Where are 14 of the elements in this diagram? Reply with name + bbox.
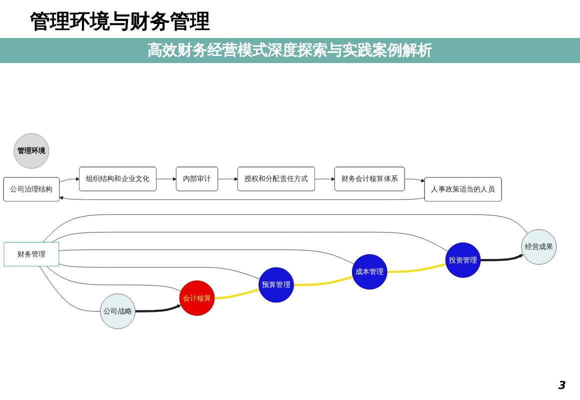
caption-banner: 高效财务经营模式深度探索与实践案例解析 [0, 38, 580, 63]
arrow [214, 288, 260, 300]
connector [42, 214, 528, 242]
arrow [135, 304, 182, 312]
page-number: 3 [558, 379, 566, 392]
arrow [387, 263, 446, 273]
connector [46, 266, 182, 292]
arrow [480, 254, 524, 262]
connector [58, 249, 354, 264]
arrow [294, 276, 354, 286]
slide-title: 管理环境与财务管理 [30, 8, 210, 35]
connector [52, 232, 448, 252]
connector [58, 263, 260, 280]
connector [39, 266, 100, 312]
